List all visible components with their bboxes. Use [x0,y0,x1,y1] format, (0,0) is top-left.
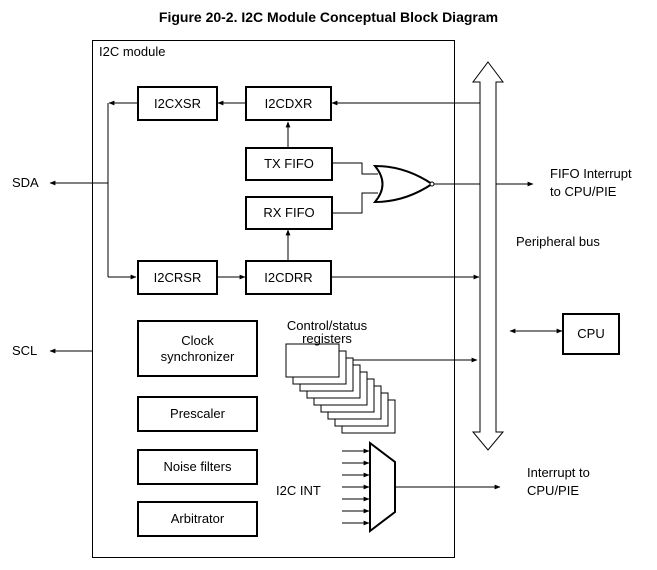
rx-fifo-label: RX FIFO [263,205,315,220]
sda-label: SDA [12,175,39,190]
i2cxsr-label: I2CXSR [154,95,201,111]
interrupt-label-line1: Interrupt to [527,465,590,480]
module-label: I2C module [99,44,166,59]
prescaler-label: Prescaler [170,406,225,421]
arbitrator-label: Arbitrator [170,511,225,526]
prescaler-block: Prescaler [137,396,258,432]
noise-filters-label: Noise filters [163,459,232,474]
arbitrator-block: Arbitrator [137,501,258,537]
clock-synchronizer-block: Clock synchronizer [137,320,258,377]
scl-label: SCL [12,343,38,358]
i2crsr-label: I2CRSR [153,269,202,285]
txfifo-to-gate [333,162,378,175]
i2cdxr-label: I2CDXR [264,95,313,111]
control-status-label-line2: registers [302,331,352,346]
noise-filters-block: Noise filters [137,449,258,485]
interrupt-label-line2: CPU/PIE [527,483,580,498]
tx-fifo-label: TX FIFO [264,156,314,171]
peripheral-bus-arrow [471,61,505,451]
i2crsr-block: I2CRSR [137,260,218,295]
tx-fifo-block: TX FIFO [245,147,333,181]
cpu-block: CPU [562,313,620,355]
control-status-label-line1: Control/status [286,318,368,333]
interrupt-mux [369,440,396,534]
peripheral-bus-label: Peripheral bus [516,234,600,249]
i2cdrr-block: I2CDRR [245,260,332,295]
control-status-register-stack [285,343,396,434]
fifo-interrupt-label-line1: FIFO Interrupt [550,166,632,181]
i2c-int-label: I2C INT [276,483,321,498]
rxfifo-to-gate [333,192,378,214]
i2cdrr-label: I2CDRR [264,269,313,285]
i2cxsr-block: I2CXSR [137,86,218,121]
or-gate [372,164,434,204]
rx-fifo-block: RX FIFO [245,196,333,230]
i2c-module-frame [92,40,455,558]
figure-title: Figure 20-2. I2C Module Conceptual Block… [158,9,499,25]
i2cdxr-block: I2CDXR [245,86,332,121]
clock-sync-label-line1: Clock [181,332,214,348]
clock-sync-label-line2: synchronizer [160,348,235,364]
cpu-label: CPU [577,326,605,341]
fifo-interrupt-label-line2: to CPU/PIE [550,184,617,199]
